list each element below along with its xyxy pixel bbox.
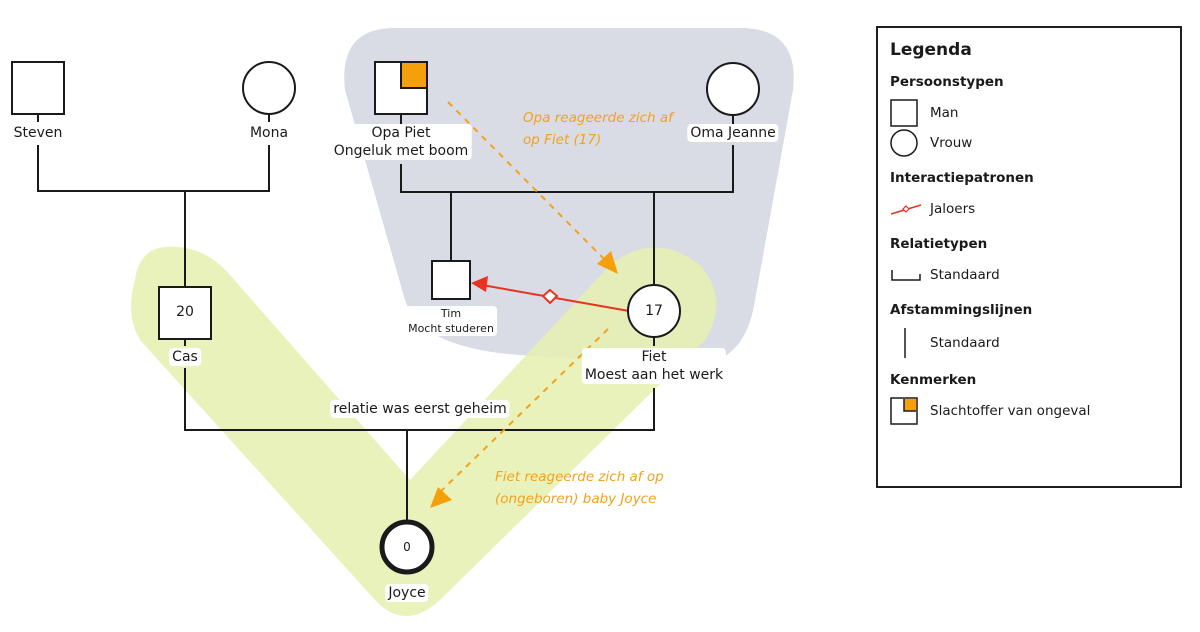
note-tim: Mocht studeren bbox=[408, 322, 494, 335]
age-joyce: 0 bbox=[403, 540, 411, 554]
arrowhead-icon bbox=[597, 251, 618, 274]
circle-icon bbox=[890, 128, 930, 158]
person-oma-jeanne-symbol[interactable] bbox=[706, 62, 760, 116]
label-fiet: Fiet Moest aan het werk bbox=[581, 348, 727, 384]
accident-victim-icon bbox=[890, 396, 930, 426]
person-opa-piet-symbol[interactable] bbox=[374, 61, 428, 115]
legend-section-kenmerken: Kenmerken Slachtoffer van ongeval bbox=[890, 372, 1168, 426]
annotation-line: Opa reageerde zich af bbox=[523, 110, 673, 126]
legend-item-man: Man bbox=[890, 98, 1168, 128]
jealous-interaction bbox=[471, 276, 630, 312]
legend-item-jaloers: Jaloers bbox=[890, 194, 1168, 224]
age-fiet: 17 bbox=[645, 303, 663, 319]
name-fiet: Fiet bbox=[641, 349, 667, 365]
legend-section-interactiepatronen: Interactiepatronen Jaloers bbox=[890, 170, 1168, 224]
note-fiet: Moest aan het werk bbox=[584, 367, 724, 383]
legend-title: Legenda bbox=[890, 40, 972, 60]
legend-item-relatie-standaard: Standaard bbox=[890, 260, 1168, 290]
annotation-line: (ongeboren) baby Joyce bbox=[495, 491, 657, 507]
relation-label: relatie was eerst geheim bbox=[330, 400, 510, 418]
name-steven: Steven bbox=[10, 124, 66, 142]
legend-section-relatietypen: Relatietypen Standaard bbox=[890, 236, 1168, 290]
annotation-opa-fiet: Opa reageerde zich af op Fiet (17) bbox=[523, 107, 673, 151]
person-steven-symbol[interactable] bbox=[11, 61, 65, 115]
legend-item-afstamming-standaard: Standaard bbox=[890, 326, 1168, 360]
legend-item-slachtoffer: Slachtoffer van ongeval bbox=[890, 396, 1168, 426]
name-mona: Mona bbox=[246, 124, 292, 142]
legend-panel: Legenda Persoonstypen Man Vrouw Interact… bbox=[876, 26, 1182, 488]
age-cas: 20 bbox=[176, 304, 194, 320]
legend-section-afstammingslijnen: Afstammingslijnen Standaard bbox=[890, 302, 1168, 360]
person-tim-symbol[interactable] bbox=[431, 260, 471, 300]
legend-label: Slachtoffer van ongeval bbox=[930, 403, 1091, 419]
person-cas-symbol[interactable] bbox=[158, 286, 212, 340]
name-cas: Cas bbox=[169, 348, 201, 366]
annotation-line: Fiet reageerde zich af op bbox=[495, 469, 664, 485]
annotation-arrow-fiet-joyce bbox=[437, 328, 609, 495]
annotation-fiet-joyce: Fiet reageerde zich af op (ongeboren) ba… bbox=[495, 466, 664, 510]
legend-label: Standaard bbox=[930, 267, 1000, 283]
note-opa-piet: Ongeluk met boom bbox=[333, 143, 469, 159]
diamond-marker-icon bbox=[541, 288, 559, 305]
legend-section-title: Interactiepatronen bbox=[890, 170, 1034, 186]
relation-piet-jeanne bbox=[400, 145, 734, 193]
legend-section-title: Kenmerken bbox=[890, 372, 977, 388]
legend-item-vrouw: Vrouw bbox=[890, 128, 1168, 158]
arrowhead-icon bbox=[430, 487, 452, 508]
accident-marker-icon bbox=[401, 63, 426, 88]
relation-cas-fiet bbox=[184, 368, 655, 431]
legend-label: Jaloers bbox=[930, 201, 976, 217]
annotation-line: op Fiet (17) bbox=[523, 132, 602, 148]
label-tim: Tim Mocht studeren bbox=[405, 306, 497, 336]
descent-line-icon bbox=[890, 328, 930, 358]
name-opa-piet: Opa Piet bbox=[371, 125, 431, 141]
legend-section-persoonstypen: Persoonstypen Man Vrouw bbox=[890, 74, 1168, 158]
person-mona-symbol[interactable] bbox=[242, 61, 296, 115]
jealous-line-icon bbox=[890, 194, 930, 224]
arrowhead-icon bbox=[471, 276, 488, 292]
name-oma-jeanne: Oma Jeanne bbox=[687, 124, 779, 142]
annotation-arrow-opa-fiet bbox=[447, 101, 606, 261]
name-tim: Tim bbox=[440, 307, 462, 320]
relation-steven-mona bbox=[37, 145, 270, 192]
name-joyce: Joyce bbox=[385, 584, 429, 602]
person-joyce-symbol[interactable] bbox=[379, 519, 435, 575]
legend-label: Vrouw bbox=[930, 135, 973, 151]
legend-label: Standaard bbox=[930, 335, 1000, 351]
legend-section-title: Afstammingslijnen bbox=[890, 302, 1033, 318]
legend-section-title: Relatietypen bbox=[890, 236, 988, 252]
relation-bracket-icon bbox=[890, 260, 930, 290]
legend-section-title: Persoonstypen bbox=[890, 74, 1004, 90]
transmission-highlight bbox=[131, 246, 717, 616]
label-opa-piet: Opa Piet Ongeluk met boom bbox=[330, 124, 472, 160]
person-fiet-symbol[interactable] bbox=[627, 284, 681, 338]
square-icon bbox=[890, 98, 930, 128]
legend-label: Man bbox=[930, 105, 959, 121]
